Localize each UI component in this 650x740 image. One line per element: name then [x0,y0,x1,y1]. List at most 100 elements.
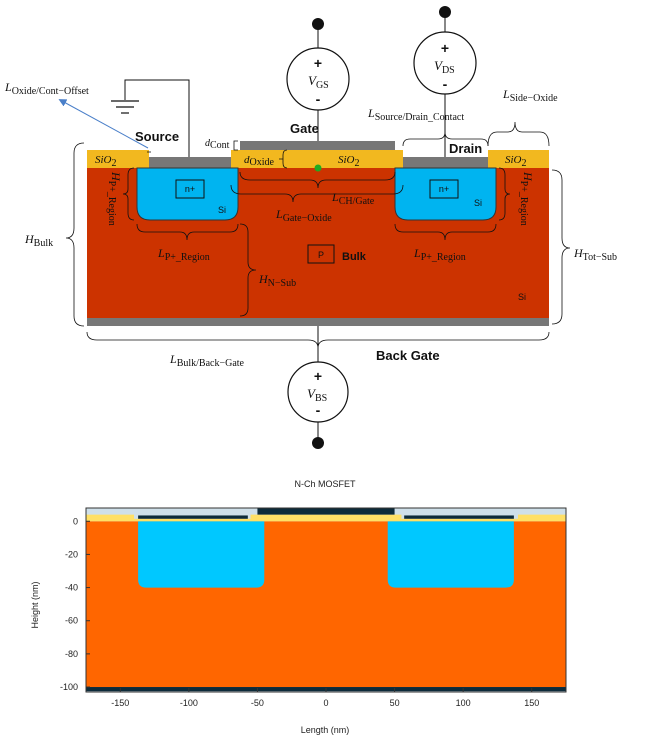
d-cont-label: dCont [205,138,230,151]
drain-n-plus-label: n+ [439,184,449,194]
h-tot-sub-label: HTot−Sub [573,246,617,263]
d-oxide-bracket [279,149,288,169]
oxide-right-label: SiO2 [505,154,527,169]
bulk-label: Bulk [342,251,367,263]
source-well [136,167,239,221]
oxide-thin-right [401,518,518,522]
h-bulk-label: HBulk [24,232,53,249]
oxide-strip-0 [86,514,134,522]
h-p-region-right-brace [498,167,511,221]
l-side-oxide-brace [487,121,550,147]
bulk-p-box [307,244,335,264]
gate-label: Gate [290,121,319,136]
l-ch-gate-brace [239,171,396,189]
oxide-left [87,150,149,168]
drain-n-plus-box [429,179,459,199]
drain-well [394,167,497,221]
gate-contact [240,141,395,150]
vgs-plus: + [314,55,322,71]
h-tot-sub-brace [551,169,571,325]
source-well-plot [138,521,265,588]
oxide-center-label: SiO2 [338,154,360,169]
h-p-region-left-brace [122,167,135,221]
oxide-thin-left [134,518,251,522]
vbs-terminal-dot [312,437,324,449]
y-tick-label: -80 [65,649,78,659]
vbs-source: + VBS - [287,361,349,423]
source-si-label: Si [218,205,226,215]
mosfet-cross-section: n+ n+ Si Si Si P Bulk SiO2 SiO2 SiO2 dOx… [4,6,617,449]
back-gate-contact [87,318,549,326]
y-tick-label: 0 [73,516,78,526]
source-label: Source [135,129,179,144]
vgs-label: VGS [308,73,329,91]
offset-arrow [58,99,149,149]
channel-marker [314,164,322,172]
oxide-left-label: SiO2 [95,154,117,169]
x-tick-label: 50 [390,698,400,708]
source-contact-plot [138,515,248,519]
l-source-drain-contact-label: LSource/Drain_Contact [367,106,464,123]
h-bulk-brace [65,142,85,327]
plot-ylabel: Height (nm) [30,581,40,628]
vds-source: + VDS - [413,31,477,95]
plot-area [85,507,567,693]
x-tick-label: -100 [180,698,198,708]
y-tick-label: -20 [65,549,78,559]
vbs-label: VBS [307,386,327,404]
d-oxide-label: dOxide [244,154,275,168]
l-p-region-right-brace [394,223,497,241]
vgs-terminal-dot [312,18,324,30]
l-p-region-right-label: LP+_Region [413,246,466,263]
x-tick-label: -150 [111,698,129,708]
l-gate-oxide-label: LGate−Oxide [275,207,332,224]
drain-si-label: Si [474,198,482,208]
h-p-region-left-label: HP+_Region [106,171,123,226]
vds-terminal-dot [439,6,451,18]
x-tick-label: 100 [456,698,471,708]
l-p-region-left-brace [136,223,239,241]
x-tick-label: -50 [251,698,264,708]
oxide-center [231,150,403,168]
source-n-plus-box [175,179,205,199]
drain-contact [403,157,488,168]
l-ch-gate-label: LCH/Gate [331,190,375,207]
h-n-sub-label: HN−Sub [258,272,296,289]
bulk-p-label: P [318,250,324,260]
source-wire [124,79,190,157]
l-bulk-back-gate-label: LBulk/Back−Gate [169,352,245,369]
l-oxide-cont-offset-label: LOxide/Cont−Offset [4,80,89,97]
oxide-right [488,150,549,168]
vgs-minus: - [316,91,321,107]
vgs-source: + VGS - [286,47,350,111]
y-tick-label: -40 [65,583,78,593]
plot-xlabel: Length (nm) [301,725,350,735]
oxide-strip-2 [518,514,566,522]
h-n-sub-brace [239,223,257,317]
l-p-region-left-label: LP+_Region [157,246,210,263]
d-cont-bracket [233,140,238,151]
ground-icon [111,100,139,114]
plot-title: N-Ch MOSFET [294,479,356,489]
y-tick-label: -60 [65,616,78,626]
drain-label: Drain [449,141,482,156]
drain-well-plot [387,521,514,588]
vbs-minus: - [316,402,321,418]
gate-contact-plot [257,508,395,515]
h-p-region-right-label: HP+_Region [518,171,535,226]
vds-plus: + [441,40,449,56]
source-n-plus-label: n+ [185,184,195,194]
oxide-strip-1 [250,514,402,522]
y-tick-label: -100 [60,682,78,692]
vds-label: VDS [434,58,455,76]
l-gate-oxide-brace [230,184,404,203]
x-tick-label: 0 [323,698,328,708]
back-gate-label: Back Gate [376,348,440,363]
bulk-si-label: Si [518,292,526,302]
vbs-plus: + [314,368,322,384]
drain-contact-plot [404,515,514,519]
vds-minus: - [443,76,448,92]
